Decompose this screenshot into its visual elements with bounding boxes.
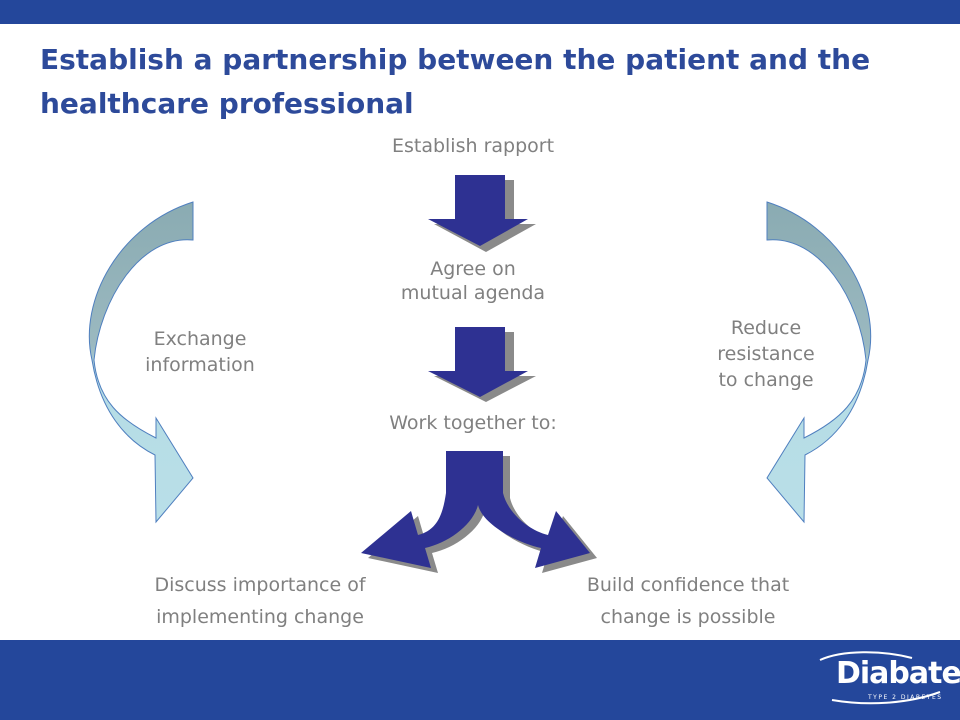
- side-label-right-line1: Reduce: [730, 317, 802, 339]
- left-curved-arrow: [88, 201, 194, 524]
- right-curved-arrow: [766, 201, 872, 524]
- logo-tagline: TYPE 2 DIABETES: [868, 694, 943, 701]
- step-work-together: Work together to:: [340, 411, 606, 435]
- slide-title: Establish a partnership between the pati…: [40, 43, 871, 120]
- split-arrow: [361, 451, 590, 568]
- step-establish-rapport-text: Establish rapport: [391, 135, 555, 157]
- logo-word: Diabate: [836, 656, 960, 691]
- step-agree-agenda-line1: Agree on: [430, 258, 516, 280]
- brand-logo: Diabate TYPE 2 DIABETES: [812, 648, 960, 710]
- branch-right-line1: Build confidence that: [586, 574, 790, 596]
- branch-right-line2: change is possible: [600, 606, 776, 628]
- step-agree-agenda-line2: mutual agenda: [400, 282, 546, 304]
- branch-left-line2: implementing change: [156, 606, 364, 628]
- side-label-right-line3: to change: [718, 369, 814, 391]
- down-arrow-1: [428, 175, 536, 252]
- down-arrow-2: [428, 327, 536, 402]
- top-bar: [0, 0, 960, 24]
- logo-swoosh-icon: [819, 651, 941, 705]
- side-label-reduce-resistance: Reduce resistance to change: [676, 315, 856, 393]
- branch-build-confidence: Build confidence that change is possible: [538, 569, 838, 633]
- side-label-left-line1: Exchange: [153, 328, 247, 350]
- step-agree-agenda: Agree on mutual agenda: [340, 257, 606, 305]
- side-label-exchange-information: Exchange information: [110, 326, 290, 378]
- side-label-right-line2: resistance: [717, 343, 815, 365]
- step-establish-rapport: Establish rapport: [340, 134, 606, 158]
- step-work-together-text: Work together to:: [389, 412, 557, 434]
- branch-left-line1: Discuss importance of: [154, 574, 366, 596]
- branch-discuss-importance: Discuss importance of implementing chang…: [110, 569, 410, 633]
- side-label-left-line2: information: [145, 354, 255, 376]
- bottom-bar: [0, 640, 960, 720]
